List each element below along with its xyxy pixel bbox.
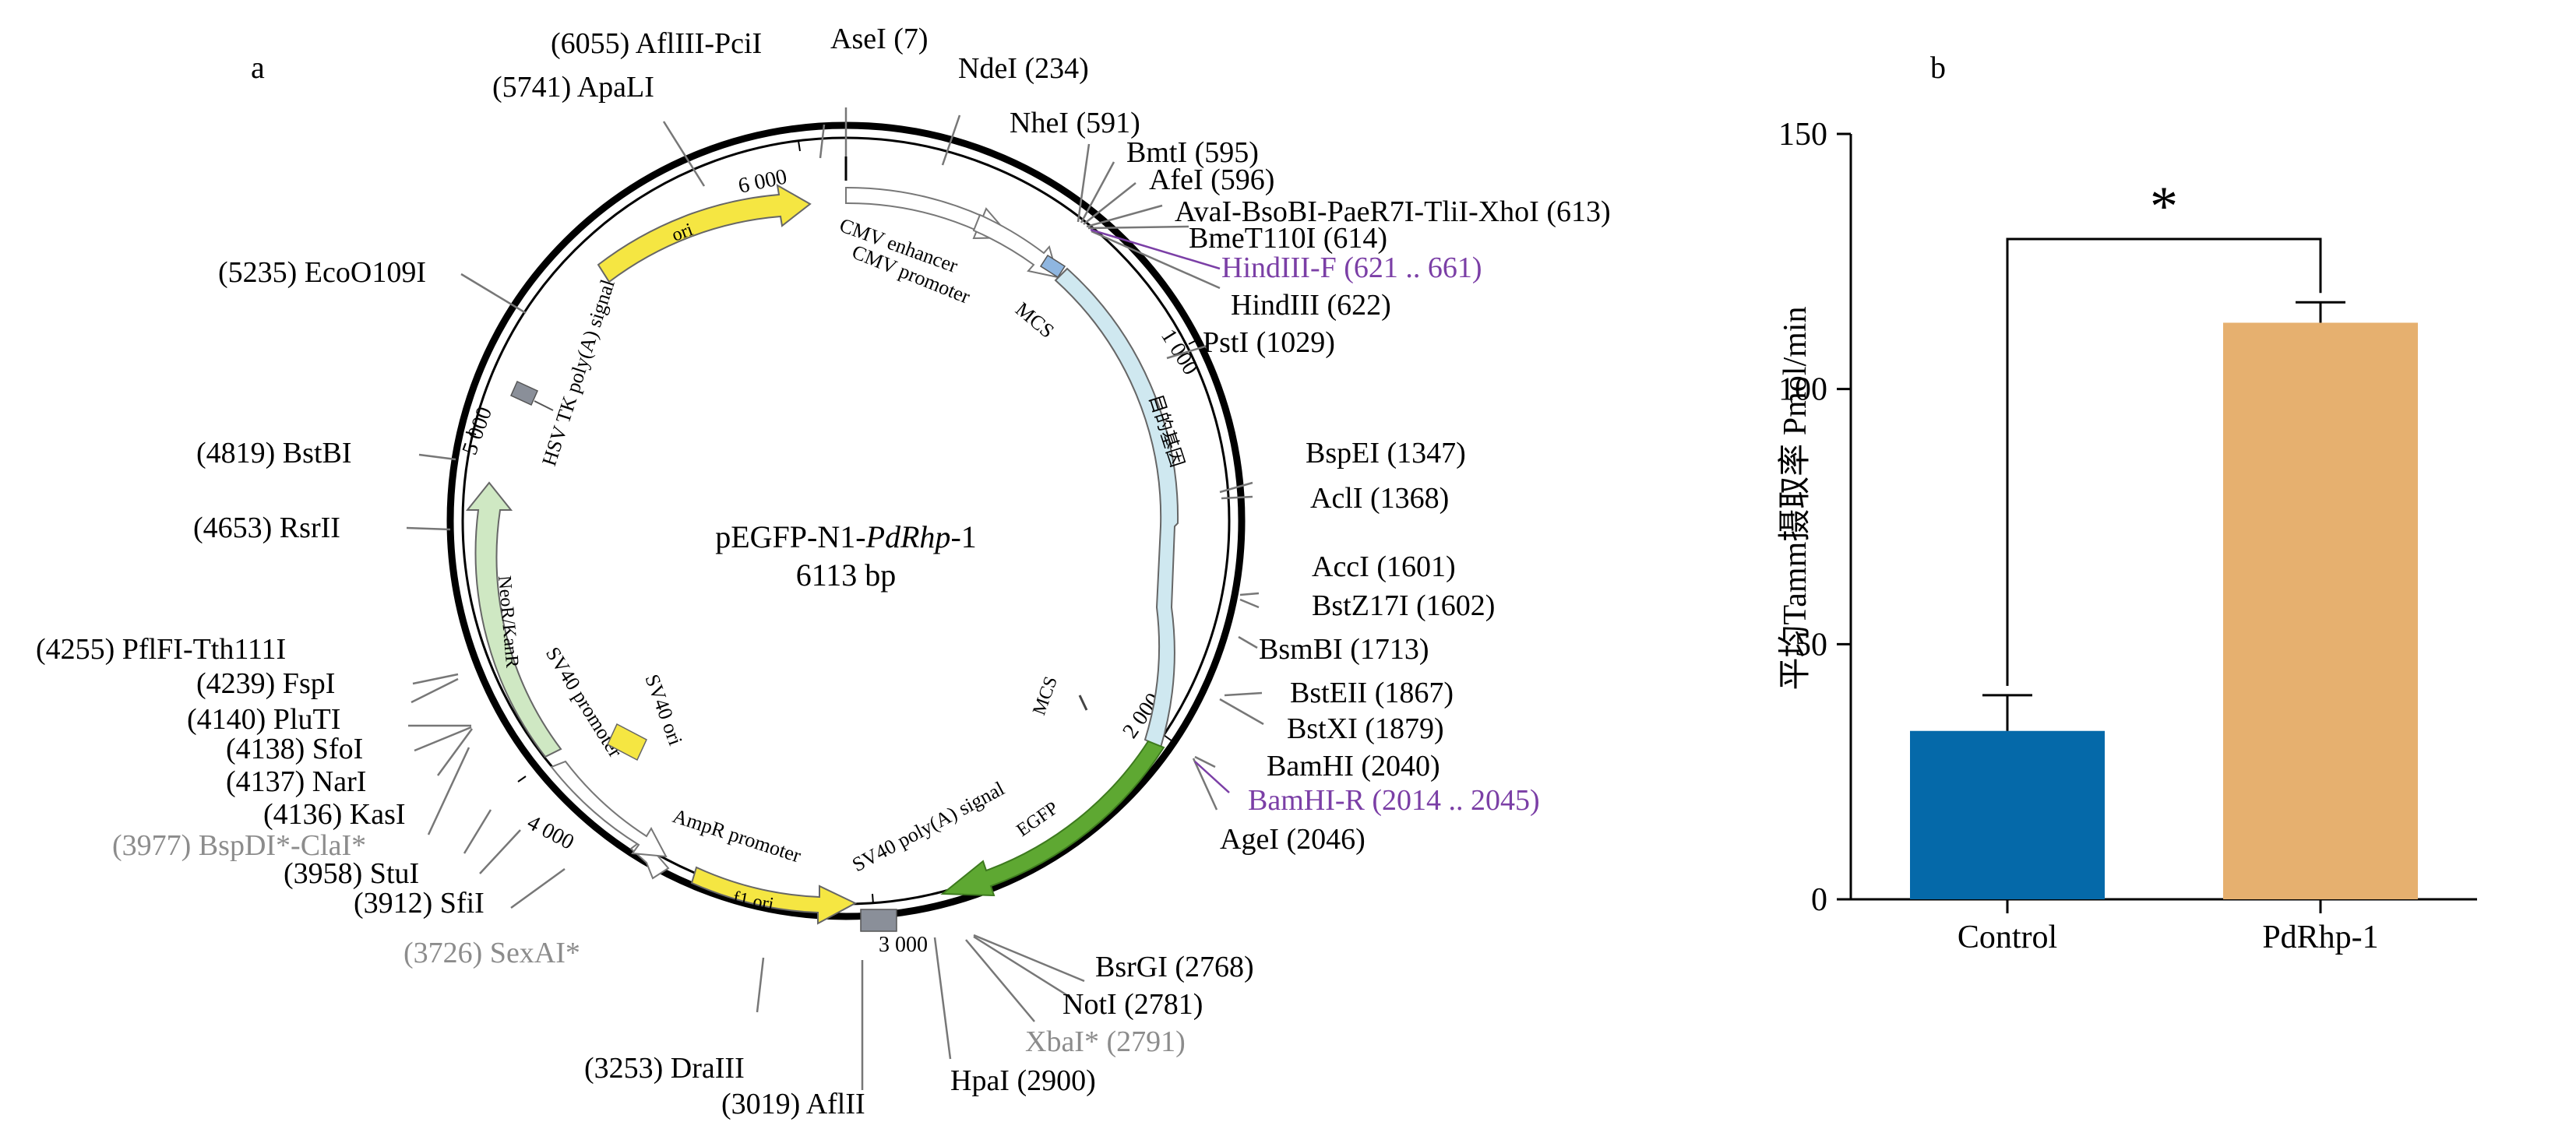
neor-kanr-arrow bbox=[465, 481, 562, 758]
hsv-tk-polya-connector bbox=[534, 400, 554, 411]
site-label: (4138) SfoI bbox=[226, 733, 363, 765]
site-label: BspEI (1347) bbox=[1306, 437, 1466, 470]
site-label: XbaI* (2791) bbox=[1025, 1025, 1186, 1058]
site-label: (4255) PflFI-Tth111I bbox=[36, 633, 286, 666]
hsv-tk-polya-box bbox=[510, 381, 538, 406]
site-label: (3977) BspDI*-ClaI* bbox=[112, 829, 366, 862]
panel-b-label: b bbox=[1930, 50, 1946, 85]
bar bbox=[1910, 730, 2105, 899]
site-label: AfeI (596) bbox=[1149, 164, 1274, 196]
site-label: (4137) NarI bbox=[226, 765, 366, 798]
sv40-polya-box bbox=[860, 909, 897, 932]
site-label: BsrGI (2768) bbox=[1095, 951, 1254, 983]
site-leader-lines-purple bbox=[1090, 228, 1230, 793]
y-tick-label: 50 bbox=[1795, 627, 1827, 663]
x-tick-label: Control bbox=[1958, 920, 2057, 955]
site-label: (4819) BstBI bbox=[196, 437, 352, 470]
site-label: BstEII (1867) bbox=[1290, 677, 1454, 709]
site-label: AccI (1601) bbox=[1312, 550, 1456, 583]
cmv-promoter-arrow bbox=[972, 213, 1059, 279]
f1-ori-arrow bbox=[690, 866, 858, 925]
scale-tick-label-3000: 3 000 bbox=[879, 933, 928, 957]
site-label: PstI (1029) bbox=[1203, 326, 1335, 359]
site-label: (3912) SfiI bbox=[354, 887, 485, 920]
chart-bars bbox=[1910, 301, 2418, 899]
site-label: BamHI-R (2014 .. 2045) bbox=[1248, 784, 1540, 817]
site-label: (5235) EcoO109I bbox=[218, 256, 426, 289]
site-label: BamHI (2040) bbox=[1267, 750, 1440, 783]
mcs-inner-marker bbox=[1078, 695, 1088, 711]
significance-bracket: * bbox=[2006, 175, 2322, 686]
site-label: (4653) RsrII bbox=[193, 512, 340, 544]
site-label: (4140) PluTI bbox=[187, 703, 340, 736]
y-axis-label: 平均Tamm摄取率 Pmol/min bbox=[1777, 307, 1813, 691]
sv40-ori-box bbox=[607, 723, 647, 761]
sv40-promoter-arrow bbox=[550, 760, 668, 858]
site-label: AclI (1368) bbox=[1310, 482, 1449, 515]
feature-label-hsv-tk-polya: HSV TK poly(A) signal bbox=[537, 276, 619, 468]
site-label: (6055) AflIII-PciI bbox=[551, 27, 762, 60]
plasmid-name: pEGFP-N1-PdRhp-1 bbox=[715, 519, 977, 554]
site-label: AseI (7) bbox=[830, 23, 929, 55]
feature-label-sv40-ori: SV40 ori bbox=[640, 671, 687, 748]
site-label: HindIII-F (621 .. 661) bbox=[1221, 251, 1482, 284]
site-label: BsmBI (1713) bbox=[1259, 633, 1429, 666]
x-tick-label: PdRhp-1 bbox=[2262, 920, 2378, 955]
bar bbox=[2223, 322, 2418, 899]
scale-tick-label-4000: 4 000 bbox=[523, 811, 578, 855]
restriction-site-labels: (6055) AflIII-PciI AseI (7) NdeI (234) (… bbox=[36, 23, 1611, 1120]
site-label: (3958) StuI bbox=[284, 857, 419, 890]
scale-ticks bbox=[465, 140, 1199, 905]
significance-star: * bbox=[2150, 175, 2178, 237]
significance-bracket-line bbox=[2006, 237, 2322, 686]
site-label: (5741) ApaLI bbox=[492, 71, 654, 104]
feature-label-ampr-promoter: AmpR promoter bbox=[670, 804, 804, 867]
site-label: HpaI (2900) bbox=[950, 1064, 1096, 1097]
panel-a-label: a bbox=[251, 50, 265, 85]
site-label: (3253) DraIII bbox=[584, 1052, 745, 1085]
ori-arrow bbox=[597, 184, 812, 283]
site-label: NheI (591) bbox=[1010, 107, 1140, 139]
feature-label-egfp: EGFP bbox=[1013, 798, 1062, 841]
site-label: BstXI (1879) bbox=[1287, 712, 1444, 745]
site-label: BmtI (595) bbox=[1126, 136, 1259, 169]
feature-label-mcs-inner: MCS bbox=[1029, 674, 1062, 719]
site-label: (3019) AflII bbox=[721, 1088, 865, 1120]
site-label: NotI (2781) bbox=[1062, 988, 1203, 1021]
site-label: (4239) FspI bbox=[196, 667, 335, 700]
site-label: AgeI (2046) bbox=[1220, 823, 1366, 856]
site-label: NdeI (234) bbox=[958, 52, 1089, 85]
y-tick-label: 0 bbox=[1811, 882, 1827, 918]
site-label: (4136) KasI bbox=[263, 798, 406, 831]
site-label: BmeT110I (614) bbox=[1189, 222, 1387, 255]
y-tick-label: 100 bbox=[1778, 372, 1827, 408]
site-label: BstZ17I (1602) bbox=[1312, 589, 1495, 622]
egfp-arrow bbox=[940, 740, 1165, 897]
site-label: (3726) SexAI* bbox=[403, 937, 580, 969]
plasmid-size: 6113 bp bbox=[796, 557, 897, 593]
site-label: HindIII (622) bbox=[1231, 289, 1391, 322]
y-tick-label: 150 bbox=[1778, 117, 1827, 153]
site-leader-lines bbox=[406, 107, 1264, 1090]
plasmid-map-panel: a 1 000 2 000 3 000 4 000 5 000 6 000 CM… bbox=[36, 23, 1611, 1120]
feature-label-mcs: MCS bbox=[1011, 297, 1059, 343]
feature-label-sv40-polya: SV40 poly(A) signal bbox=[848, 777, 1008, 876]
site-label: AvaI-BsoBI-PaeR7I-TliI-XhoI (613) bbox=[1175, 195, 1611, 228]
